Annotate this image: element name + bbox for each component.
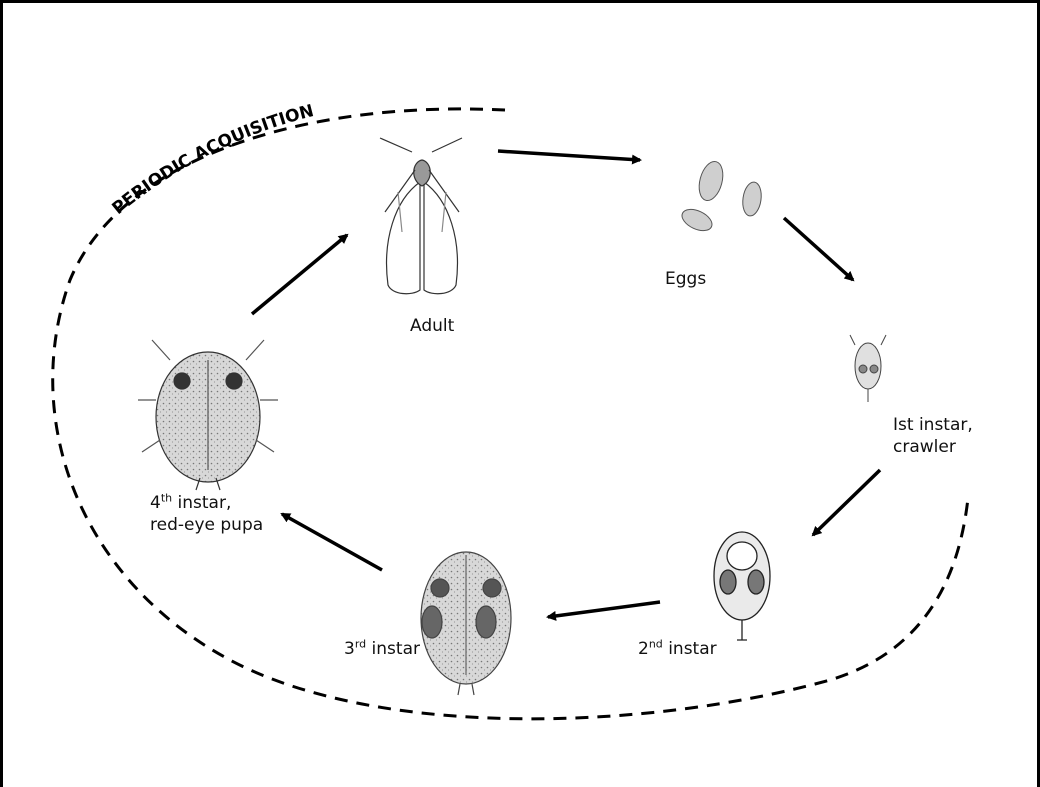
- second-instar-number: 2: [638, 639, 649, 659]
- second-instar-illustration: [714, 532, 770, 640]
- arrow-adult-to-eggs: [498, 151, 640, 160]
- first-instar-label: Ist instar, crawler: [893, 414, 973, 458]
- arrow-fourth-instar-to-adult: [252, 235, 347, 314]
- fourth-instar-suffix: th: [161, 491, 172, 504]
- third-instar-text: instar: [366, 639, 420, 659]
- arrow-second-to-third-instar: [548, 602, 660, 617]
- fourth-instar-text: instar,: [172, 493, 231, 513]
- fourth-instar-label-line2: red-eye pupa: [150, 514, 263, 536]
- fourth-instar-illustration: [138, 340, 278, 490]
- third-instar-label: 3rd instar: [344, 638, 420, 660]
- arrow-first-to-second-instar: [813, 470, 880, 535]
- second-instar-label: 2nd instar: [638, 638, 717, 660]
- adult-whitefly-illustration: [380, 138, 462, 294]
- third-instar-suffix: rd: [355, 637, 366, 650]
- adult-label: Adult: [410, 315, 454, 337]
- first-instar-label-line1: Ist instar,: [893, 414, 973, 436]
- second-instar-suffix: nd: [649, 637, 663, 650]
- periodic-acquisition-title: PERIODIC ACQUISITION: [109, 101, 316, 219]
- eggs-label: Eggs: [665, 268, 706, 290]
- first-instar-label-line2: crawler: [893, 436, 973, 458]
- second-instar-text: instar: [663, 639, 717, 659]
- arrow-eggs-to-first-instar: [784, 218, 853, 280]
- fourth-instar-label: 4th instar, red-eye pupa: [150, 492, 263, 536]
- third-instar-illustration: [421, 552, 511, 695]
- fourth-instar-number: 4: [150, 493, 161, 513]
- first-instar-illustration: [850, 335, 886, 402]
- eggs-illustration: [679, 159, 764, 235]
- third-instar-number: 3: [344, 639, 355, 659]
- fourth-instar-label-line1: 4th instar,: [150, 492, 263, 514]
- arrow-third-to-fourth-instar: [282, 514, 382, 570]
